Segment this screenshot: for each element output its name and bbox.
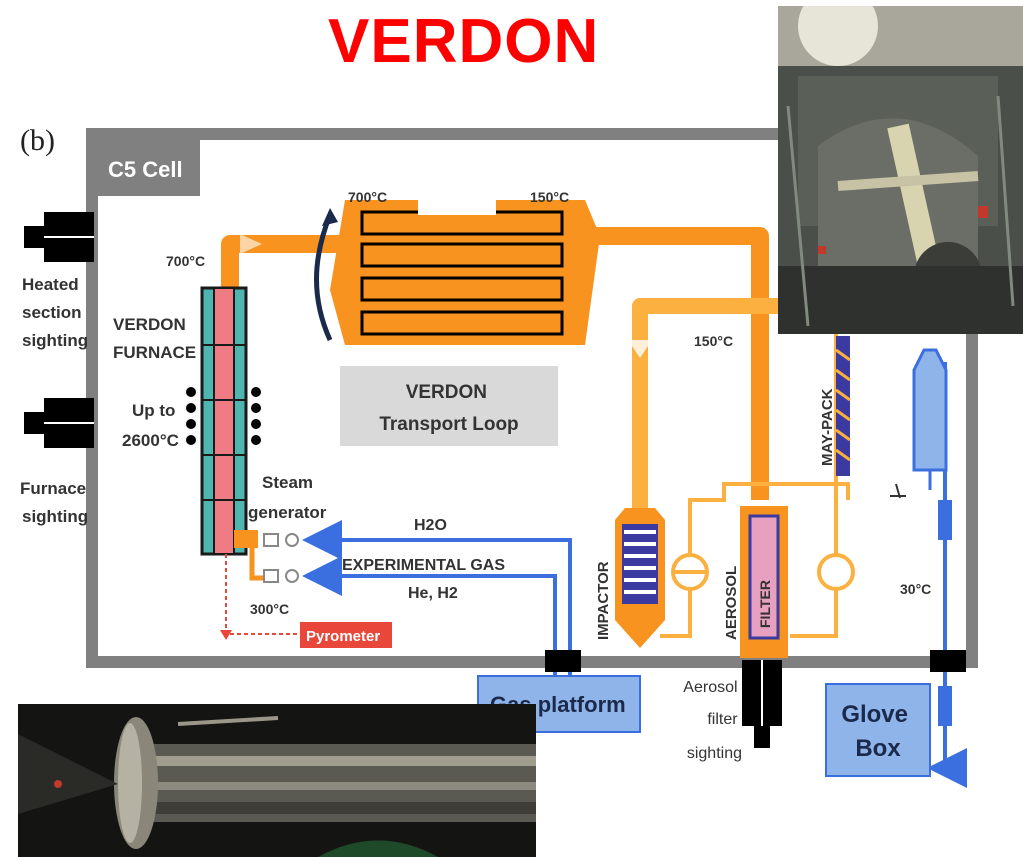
transport-loop-box bbox=[340, 366, 558, 446]
pyrometer-arrow-icon bbox=[220, 630, 232, 640]
transport-pipes bbox=[221, 227, 769, 500]
aerosol-filter bbox=[740, 506, 788, 658]
temp-150-right: 150°C bbox=[694, 333, 733, 349]
svg-text:Furnace sighting: Furnace sighting bbox=[20, 479, 91, 526]
upto-label-2: 2600°C bbox=[122, 431, 179, 450]
heated-label-3: sighting bbox=[22, 331, 88, 350]
furnace-camera-icon bbox=[24, 398, 94, 448]
glove-box-label-1: Glove bbox=[841, 701, 908, 728]
h2o-label: H2O bbox=[414, 517, 447, 534]
bubbler-column bbox=[890, 348, 948, 499]
svg-text:Steam generator: Steam generator bbox=[248, 473, 327, 522]
heat-exchanger bbox=[330, 195, 600, 345]
impactor-label: IMPACTOR bbox=[595, 561, 612, 640]
flow-arrow-head-icon bbox=[322, 208, 338, 226]
furnace-label-2: FURNACE bbox=[113, 343, 196, 362]
hot-cell-photo bbox=[778, 6, 1023, 334]
furnace-sighting-label-2: sighting bbox=[22, 507, 88, 526]
transport-loop-label-1: VERDON bbox=[406, 382, 487, 403]
temp-30: 30°C bbox=[900, 581, 931, 597]
may-pack-label: MAY-PACK bbox=[819, 388, 836, 466]
heating-coil-dots bbox=[186, 387, 261, 445]
steam-generator-box bbox=[234, 530, 258, 548]
pyrometer-label: Pyrometer bbox=[306, 628, 380, 645]
glove-box-label-2: Box bbox=[855, 735, 901, 762]
svg-text:Aerosol filter sightin: Aerosol filter sighting bbox=[683, 679, 742, 762]
svg-text:Up to 2600°C: Up to 2600°C bbox=[122, 401, 180, 450]
temp-700-left: 700°C bbox=[166, 253, 205, 269]
blue-filter-cartridges bbox=[938, 500, 952, 726]
valves bbox=[263, 533, 299, 583]
svg-text:VERDON FURNACE: VERDON FURNACE bbox=[113, 315, 196, 362]
filter-label: FILTER bbox=[757, 580, 773, 628]
heated-label-2: section bbox=[22, 303, 82, 322]
svg-text:Glove Box: Glove Box bbox=[841, 701, 914, 762]
steam-label-2: generator bbox=[248, 503, 327, 522]
cell-label: C5 Cell bbox=[108, 157, 183, 182]
aerosol-label: AEROSOL bbox=[723, 566, 740, 640]
impactor bbox=[615, 508, 665, 648]
page-title: VERDON bbox=[328, 7, 600, 76]
aerosol-sighting-label-2: filter bbox=[707, 711, 738, 728]
pyrometer-box bbox=[300, 622, 392, 648]
furnace-label-1: VERDON bbox=[113, 315, 186, 334]
heated-label-1: Heated bbox=[22, 275, 79, 294]
aerosol-sighting-label-1: Aerosol bbox=[683, 679, 737, 696]
verdon-furnace bbox=[200, 286, 248, 556]
heater-arrow-left bbox=[240, 234, 262, 254]
steam-label-1: Steam bbox=[262, 473, 313, 492]
branch-arrow bbox=[628, 340, 652, 358]
temp-300: 300°C bbox=[250, 601, 289, 617]
temp-150-top: 150°C bbox=[530, 189, 569, 205]
upto-label-1: Up to bbox=[132, 401, 175, 420]
flow-curve-arrow-icon bbox=[314, 214, 333, 342]
transport-loop-label-2: Transport Loop bbox=[379, 414, 518, 435]
panel-label: (b) bbox=[20, 124, 55, 157]
svg-text:Heated section sightin: Heated section sighting bbox=[22, 275, 88, 350]
furnace-sighting-label-1: Furnace bbox=[20, 479, 86, 498]
furnace-tube-photo bbox=[18, 704, 536, 857]
temp-700-top: 700°C bbox=[348, 189, 387, 205]
may-pack bbox=[835, 336, 851, 476]
pyrometer-line bbox=[225, 554, 300, 635]
glove-box bbox=[825, 683, 931, 777]
he-h2-label: He, H2 bbox=[408, 585, 458, 602]
svg-text:VERDON Transport Loop: VERDON Transport Loop bbox=[379, 382, 518, 435]
wall-penetrations bbox=[545, 650, 966, 672]
cell-label-tab bbox=[92, 134, 200, 196]
experimental-gas-label: EXPERIMENTAL GAS bbox=[342, 557, 505, 574]
aerosol-sighting-label-3: sighting bbox=[687, 745, 742, 762]
heated-section-camera-icon bbox=[24, 212, 94, 262]
